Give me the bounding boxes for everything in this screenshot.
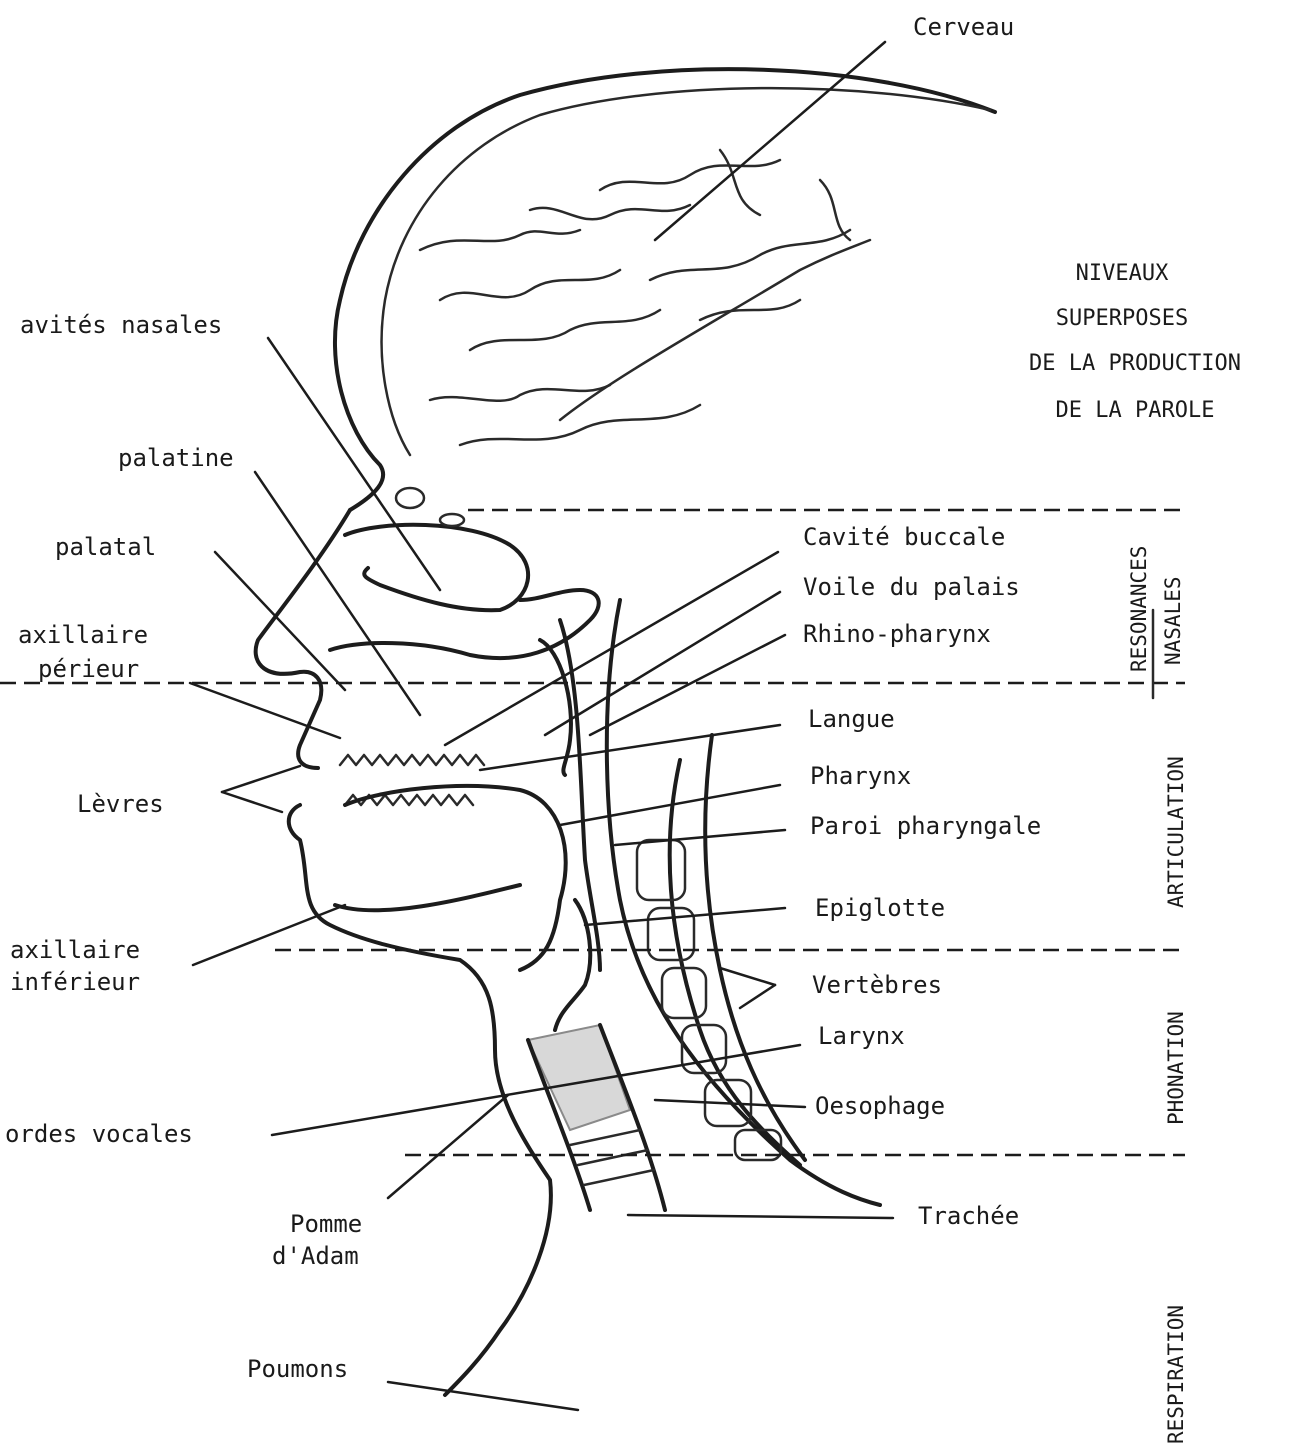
level-resonances: RESONANCES [1127,546,1151,672]
label-cavite-buccale: Cavité buccale [803,523,1005,551]
label-levres: Lèvres [77,790,164,818]
spine-back-line [705,735,805,1160]
leader-pomme-adam [388,1095,508,1198]
leader-palatal [215,552,345,690]
level-labels: RESONANCES NASALES ARTICULATION PHONATIO… [1127,546,1188,1444]
label-palatal: palatal [55,533,156,561]
label-vertebres: Vertèbres [812,971,942,999]
level-articulation: ARTICULATION [1164,756,1188,908]
label-maxillaire-sup-1: axillaire [18,621,148,649]
label-trachee: Trachée [918,1202,1019,1230]
label-cordes-vocales: ordes vocales [5,1120,193,1148]
label-pharynx: Pharynx [810,762,911,790]
leader-cavites-nasales [268,338,440,590]
sinus-oval-2 [440,514,464,526]
leader-palatine [255,472,420,715]
leader-maxillaire-inf [193,905,345,965]
leader-epiglotte [585,908,785,925]
label-pomme-adam-2: d'Adam [272,1242,359,1270]
left-labels: Cerveau avités nasales palatine palatal … [5,13,1014,1383]
leader-levres-lower [222,792,282,812]
label-langue: Langue [808,705,895,733]
level-nasales: NASALES [1161,576,1185,665]
label-maxillaire-inf-1: axillaire [10,936,140,964]
label-voile-palais: Voile du palais [803,573,1020,601]
sinus-oval-1 [396,488,424,508]
label-maxillaire-inf-2: inférieur [10,968,140,996]
leader-vertebres-1 [720,968,775,985]
label-epiglotte: Epiglotte [815,894,945,922]
tongue-root [335,885,520,910]
epiglottis [555,900,590,1030]
label-maxillaire-sup-2: périeur [38,655,139,683]
title-line-2: SUPERPOSES [1056,306,1188,331]
diagram-title: NIVEAUX SUPERPOSES DE LA PRODUCTION DE L… [1029,261,1241,423]
label-paroi-pharyngale: Paroi pharyngale [810,812,1041,840]
leader-levres-upper [222,766,300,792]
label-cavites-nasales: avités nasales [20,311,222,339]
leader-poumons [388,1382,578,1410]
leader-vertebres-2 [740,985,775,1008]
leader-langue [480,725,780,770]
leader-rhino-pharynx [590,635,785,735]
level-phonation: PHONATION [1164,1011,1188,1125]
upper-teeth [340,755,484,765]
label-rhino-pharynx: Rhino-pharynx [803,620,991,648]
face-profile [256,510,350,768]
title-line-1: NIVEAUX [1076,261,1169,286]
leader-paroi [615,830,785,845]
velum [540,640,571,775]
title-line-3: DE LA PRODUCTION [1029,351,1241,376]
leader-trachee [628,1215,893,1218]
label-larynx: Larynx [818,1022,905,1050]
pharynx-front-wall [560,620,600,970]
title-line-4: DE LA PAROLE [1056,398,1215,423]
nasal-cavity [345,525,528,610]
label-poumons: Poumons [247,1355,348,1383]
brain-folds [420,150,870,445]
label-pomme-adam-1: Pomme [290,1210,362,1238]
leader-lines [190,42,893,1410]
palate-shape [330,590,599,658]
lower-face-profile [289,805,551,1395]
label-oesophage: Oesophage [815,1092,945,1120]
leader-voile-palais [545,592,780,735]
leader-cavite-buccale [445,552,778,745]
right-labels: Cavité buccale Voile du palais Rhino-pha… [803,523,1041,1230]
label-cerveau: Cerveau [913,13,1014,41]
label-palatine: palatine [118,444,234,472]
skull-outline [335,69,995,510]
level-respiration: RESPIRATION [1164,1305,1188,1444]
